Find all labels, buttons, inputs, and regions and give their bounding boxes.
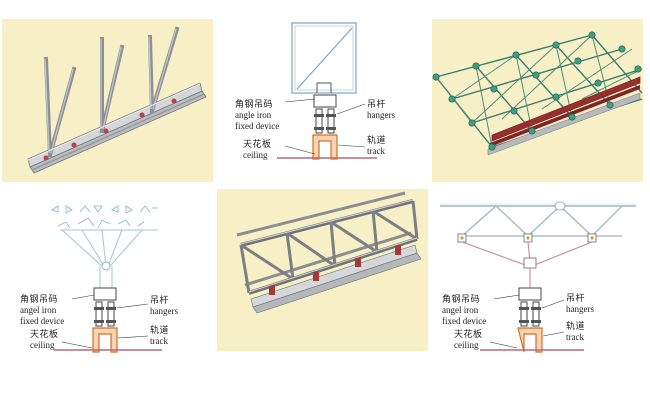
angle-iron-drawing — [277, 22, 377, 160]
panel-angle-iron-section: 角钢吊码 angle iron fixed device 吊杆 hangers … — [217, 19, 426, 182]
ceiling-label-cn: 天花板 — [243, 139, 272, 149]
track-label-cn: 轨道 — [150, 325, 170, 335]
panel-truss-section: 角钢吊码 angel iron fixed device 吊杆 hangers … — [432, 196, 643, 356]
angel-iron-label-cn: 角钢吊码 — [442, 294, 481, 304]
hangers-label-en: hangers — [566, 304, 594, 314]
angle-iron-label-cn: 角钢吊码 — [235, 99, 274, 109]
angel-iron-label-en-1: angel iron — [442, 305, 479, 315]
track-label-cn: 轨道 — [367, 135, 387, 145]
angle-iron-label-en-2: fixed device — [235, 121, 280, 131]
track-label-en: track — [566, 332, 584, 342]
angel-iron-label-en-1: angel iron — [20, 305, 57, 315]
track-label-en: track — [367, 146, 385, 156]
ceiling-label-cn: 天花板 — [454, 329, 483, 339]
angel-iron-label-en-2: fixed device — [442, 316, 487, 326]
panel-3d-hangers — [2, 19, 213, 182]
panel-3d-truss — [217, 189, 428, 351]
ceiling-label-en: ceiling — [30, 340, 55, 350]
hangers-label-en: hangers — [150, 306, 178, 316]
angle-iron-label-en-1: angle iron — [235, 110, 272, 120]
track-label-cn: 轨道 — [566, 321, 586, 331]
truss-section-drawing — [440, 201, 636, 353]
hangers-label-en: hangers — [367, 110, 395, 120]
ball-node-drawing — [51, 205, 162, 353]
panel-ball-node-section: 角钢吊码 angel iron fixed device 吊杆 hangers … — [2, 196, 211, 356]
ceiling-label-en: ceiling — [454, 340, 479, 350]
ceiling-label-en: ceiling — [243, 150, 268, 160]
track-label-en: track — [150, 336, 168, 346]
hanger-render — [27, 26, 207, 174]
truss-render — [236, 191, 422, 314]
hangers-label-cn: 吊杆 — [566, 293, 586, 303]
ceiling-label-cn: 天花板 — [30, 329, 59, 339]
space-frame-render — [432, 31, 643, 156]
hangers-label-cn: 吊杆 — [367, 99, 387, 109]
panel-space-frame — [432, 19, 643, 182]
hangers-label-cn: 吊杆 — [150, 295, 170, 305]
angel-iron-label-cn: 角钢吊码 — [20, 294, 59, 304]
angel-iron-label-en-2: fixed device — [20, 316, 65, 326]
